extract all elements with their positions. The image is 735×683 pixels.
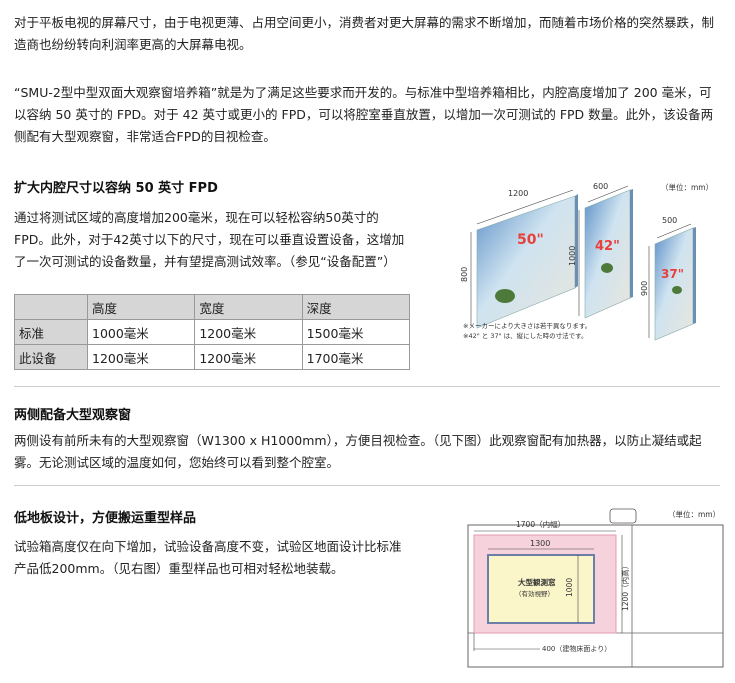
size-label-37: 37" [661,267,684,281]
fpd-size-diagram: （単位：mm） 1200 800 50" 600 1000 42" 500 90… [460,182,713,341]
dim-900: 900 [640,281,649,296]
size-label-42: 42" [595,239,620,254]
intro-text-line-5: 侧配有大型观察窗，非常适合FPD的目视检查。 [14,129,276,144]
table-header-cell: 深度 [301,294,411,320]
section1-text-line-1: 通过将测试区域的高度增加200毫米，现在可以轻松容纳50英寸的 [14,210,379,225]
unit-label: （単位：mm） [668,509,720,519]
table-cell: 1500毫米 [301,319,411,345]
divider [14,386,720,387]
dim-500: 500 [662,216,677,225]
chamber-window-diagram: （単位：mm） 1700（内幅） 1300 大型観測窓 （有効視野） 1000 … [467,508,724,668]
table-cell: 1700毫米 [301,344,411,370]
dim-800: 800 [460,267,469,282]
dim-1200: 1200 [508,189,528,198]
section3-text-line-2: 产品低200mm。（见右图）重型样品也可相对轻松地装载。 [14,561,344,576]
section1-text-line-2: FPD。此外，对于42英寸以下的尺寸，现在可以垂直设置设备，这增加 [14,232,405,247]
table-row-label: 标准 [14,319,88,345]
dim-1000-window-height: 1000 [565,578,574,597]
table-cell: 1200毫米 [86,344,196,370]
intro-text-line-2: 造商也纷纷转向利润率更高的大屏幕电视。 [14,37,252,52]
panel-50-inch [476,194,578,329]
intro-text-line-3: “SMU-2型中型双面大观察窗培养箱”就是为了满足这些要求而开发的。与标准中型培… [14,85,712,100]
panel-42-inch [584,189,633,319]
section-title-chamber-size: 扩大内腔尺寸以容纳 50 英寸 FPD [14,181,218,196]
dim-1700-inner-width: 1700（内幅） [516,519,565,529]
table-row: 标准 1000毫米 1200毫米 1500毫米 [14,319,411,345]
table-row-label: 此设备 [14,344,88,370]
unit-label: （単位：mm） [661,182,713,192]
section2-text-line-2: 雾。无论测试区域的温度如何，您始终可以看到整个腔室。 [14,455,340,470]
table-cell: 1200毫米 [194,344,303,370]
section-title-observation-window: 两侧配备大型观察窗 [14,408,132,423]
control-box [609,508,637,524]
table-header-cell: 高度 [86,294,196,320]
table-header-row: 高度 宽度 深度 [14,294,411,320]
table-header-cell: 宽度 [194,294,303,320]
section2-text-line-1: 两侧设有前所未有的大型观察窗（W1300 x H1000mm），方便目视检查。（… [14,433,702,448]
table-cell: 1200毫米 [194,319,303,345]
size-label-50: 50" [517,232,544,248]
observation-window-pane [487,554,595,624]
table-row: 此设备 1200毫米 1200毫米 1700毫米 [14,344,411,370]
window-title: 大型観測窓 [518,577,556,587]
section-title-low-floor: 低地板设计，方便搬运重型样品 [14,511,197,526]
window-subtitle: （有効視野） [515,589,554,598]
dim-1300: 1300 [530,539,550,548]
intro-text-line-1: 对于平板电视的屏幕尺寸，由于电视更薄、占用空间更小，消费者对更大屏幕的需求不断增… [14,15,715,30]
dim-1200-inner-height: 1200（内高） [620,562,630,611]
table-cell: 1000毫米 [86,319,196,345]
section1-text-line-3: 了一次可测试的设备数量，并有望提高测试效率。（参见“设备配置”） [14,254,396,269]
dim-1000: 1000 [568,246,577,266]
spec-comparison-table: 高度 宽度 深度 标准 1000毫米 1200毫米 1500毫米 此设备 120… [14,294,411,370]
table-header-cell [14,294,88,320]
section3-text-line-1: 试验箱高度仅在向下增加，试验设备高度不变，试验区地面设计比标准 [14,539,402,554]
divider [14,485,720,486]
figure-note-1: ※メーカーにより大きさは若干異なります。 [463,321,591,330]
intro-text-line-4: 以容纳 50 英寸的 FPD。对于 42 英寸或更小的 FPD，可以将腔室垂直放… [14,107,714,122]
dim-400-floor-height: 400（建物床面より） [542,644,611,653]
dim-600: 600 [593,182,608,191]
figure-note-2: ※42" と 37" は、縦にした時の寸法です。 [463,331,588,340]
panel-37-inch [654,227,696,341]
